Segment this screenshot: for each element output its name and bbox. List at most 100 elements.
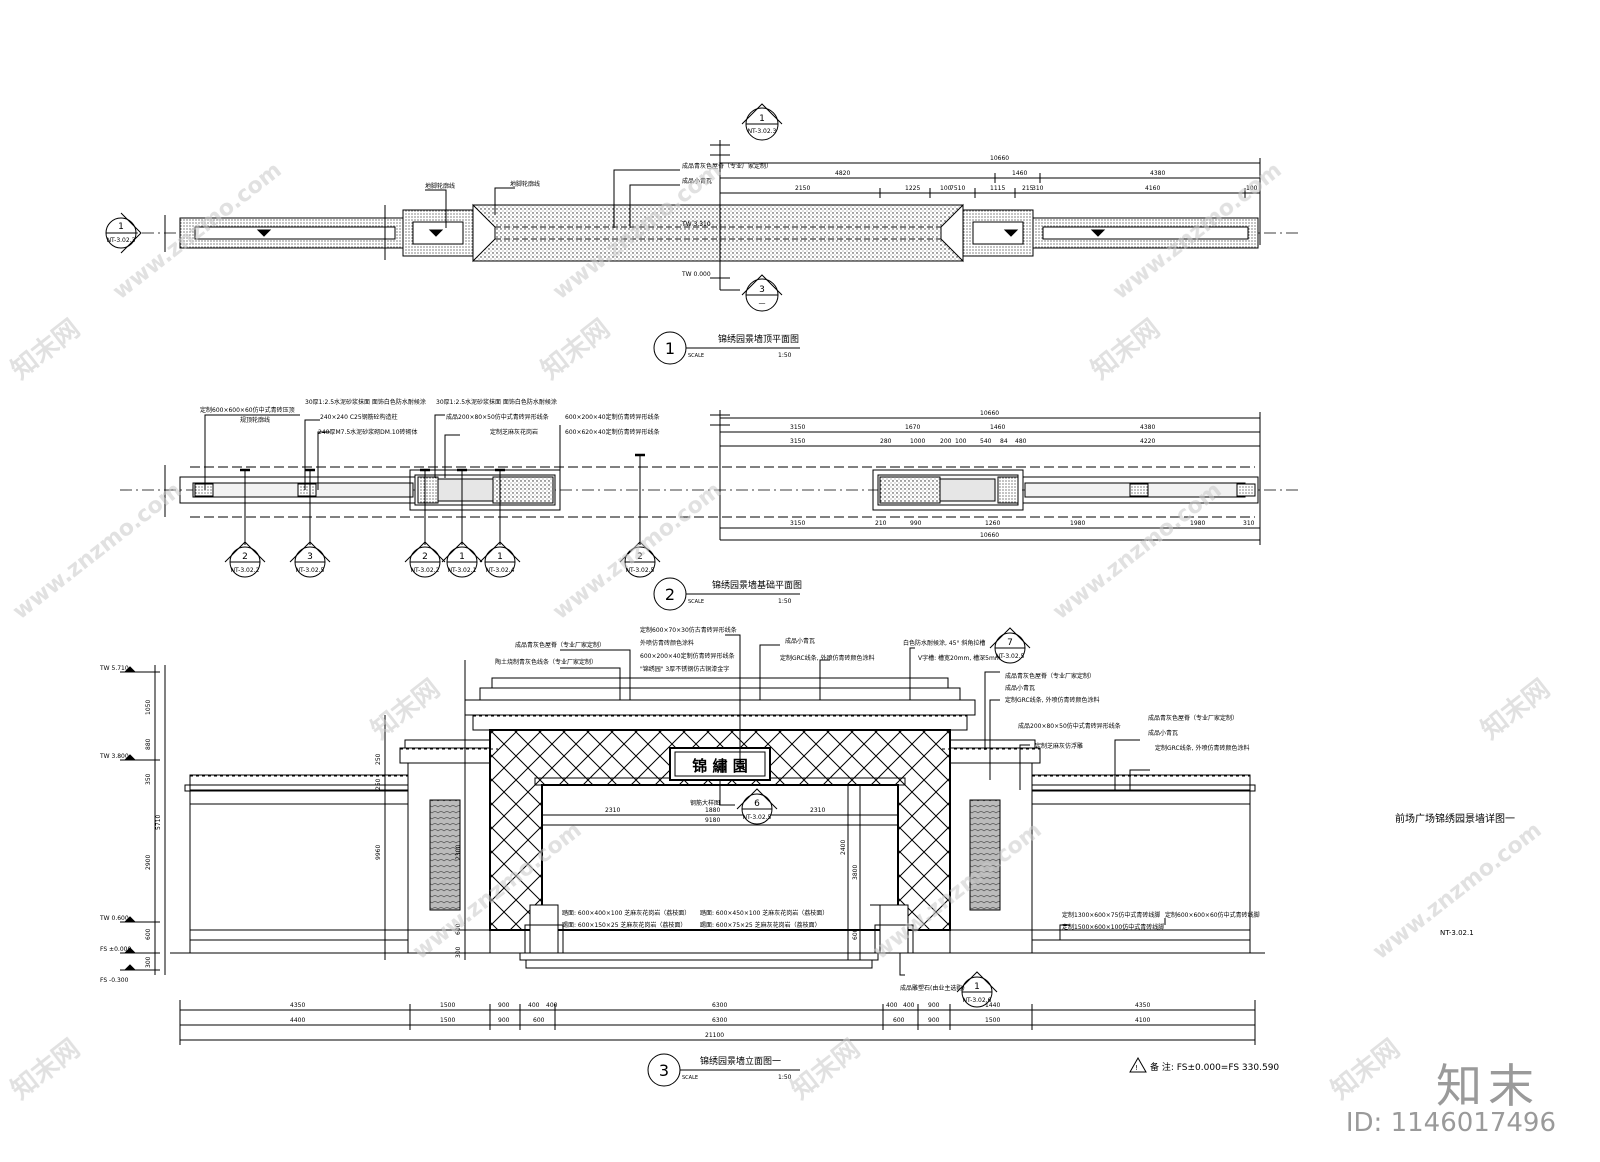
- svg-text:1500: 1500: [440, 1002, 455, 1009]
- svg-text:1500: 1500: [985, 1017, 1000, 1024]
- note: ! 备 注: FS±0.000=FS 330.590: [1129, 1056, 1279, 1073]
- svg-text:240×240 C25钢筋砼构造柱: 240×240 C25钢筋砼构造柱: [320, 413, 398, 421]
- svg-text:FS -0.300: FS -0.300: [100, 977, 129, 984]
- svg-text:9960: 9960: [375, 845, 382, 860]
- svg-text:250: 250: [375, 753, 382, 765]
- svg-text:2: 2: [665, 585, 675, 604]
- svg-text:备 注: FS±0.000=FS 330.590: 备 注: FS±0.000=FS 330.590: [1150, 1061, 1279, 1073]
- svg-text:1225: 1225: [905, 185, 920, 192]
- svg-text:900: 900: [498, 1017, 510, 1024]
- svg-text:V字槽: 槽宽20mm, 槽深5mm: V字槽: 槽宽20mm, 槽深5mm: [918, 654, 1001, 662]
- elev-ref-1: 1NT-3.02.6: [956, 971, 998, 1008]
- svg-text:成品小青瓦: 成品小青瓦: [1148, 729, 1178, 737]
- svg-text:NT-3.02.6: NT-3.02.6: [963, 997, 992, 1004]
- svg-text:4350: 4350: [290, 1002, 305, 1009]
- svg-text:地脚轮廓线: 地脚轮廓线: [510, 180, 540, 188]
- svg-text:30厚1:2.5水泥砂浆抹面 面饰白色防水耐候涂: 30厚1:2.5水泥砂浆抹面 面饰白色防水耐候涂: [305, 398, 426, 406]
- svg-text:1500: 1500: [440, 1017, 455, 1024]
- svg-text:480: 480: [1015, 438, 1027, 445]
- svg-text:4160: 4160: [1145, 185, 1160, 192]
- plan2-ref-d: 1NT-3.02.1: [441, 541, 483, 578]
- svg-text:300: 300: [145, 956, 152, 968]
- svg-text:7510: 7510: [950, 185, 965, 192]
- svg-text:10660: 10660: [980, 532, 999, 539]
- svg-text:"锦绣园" 3厚不锈钢仿古铜漆金字: "锦绣园" 3厚不锈钢仿古铜漆金字: [640, 665, 729, 673]
- svg-text:定制GRC线条, 外喷仿青砖颜色涂料: 定制GRC线条, 外喷仿青砖颜色涂料: [1155, 744, 1250, 752]
- svg-text:www.znzmo.com: www.znzmo.com: [8, 478, 186, 625]
- elev-refs[interactable]: 6NT-3.02.5 7NT-3.02.5 1NT-3.02.6: [736, 627, 1031, 1008]
- svg-text:4820: 4820: [835, 170, 850, 177]
- svg-text:1880: 1880: [705, 807, 720, 814]
- svg-text:880: 880: [145, 738, 152, 750]
- svg-text:FS ±0.000: FS ±0.000: [100, 946, 131, 953]
- plan1-ref-left[interactable]: 1 NT-3.02.3: [105, 212, 142, 254]
- svg-text:NT-3.02.2: NT-3.02.2: [231, 567, 260, 574]
- plan2-ref-b: 3NT-3.02.5: [289, 541, 331, 578]
- svg-text:踏面: 600×400×100 芝麻灰花岗岩（荔枝面）: 踏面: 600×400×100 芝麻灰花岗岩（荔枝面）: [562, 909, 690, 917]
- svg-text:2: 2: [242, 552, 248, 562]
- plan1-ref-top[interactable]: 1 NT-3.02.3: [741, 103, 783, 141]
- svg-text:1260: 1260: [985, 520, 1000, 527]
- svg-text:1460: 1460: [1012, 170, 1027, 177]
- svg-text:NT-3.02.1: NT-3.02.1: [448, 567, 477, 574]
- svg-text:锦绣园景墙基础平面图: 锦绣园景墙基础平面图: [712, 579, 802, 591]
- svg-text:知末网: 知末网: [366, 674, 446, 746]
- svg-text:定制芝麻灰花岗岩: 定制芝麻灰花岗岩: [490, 428, 538, 436]
- svg-text:www.znzmo.com: www.znzmo.com: [1048, 478, 1226, 625]
- svg-text:外喷仿青砖颜色涂料: 外喷仿青砖颜色涂料: [640, 639, 694, 647]
- svg-text:310: 310: [1032, 185, 1044, 192]
- plan2-ref-a: 2NT-3.02.2: [224, 541, 266, 578]
- svg-text:定制GRC线条, 外喷仿青砖颜色涂料: 定制GRC线条, 外喷仿青砖颜色涂料: [1005, 696, 1100, 704]
- svg-text:成品青灰色屋脊（专业厂家定制）: 成品青灰色屋脊（专业厂家定制）: [682, 162, 772, 170]
- plan2-ref-e: 1NT-3.02.4: [479, 541, 521, 578]
- svg-text:4100: 4100: [1135, 1017, 1150, 1024]
- svg-text:知末网: 知末网: [1476, 674, 1556, 746]
- svg-text:600: 600: [852, 928, 859, 940]
- svg-text:9180: 9180: [705, 817, 720, 824]
- svg-text:成品青灰色屋脊（专业厂家定制）: 成品青灰色屋脊（专业厂家定制）: [1148, 714, 1238, 722]
- svg-text:990: 990: [910, 520, 922, 527]
- svg-text:知末网: 知末网: [1326, 1034, 1406, 1106]
- svg-text:400: 400: [546, 1002, 558, 1009]
- svg-text:NT-3.02.3: NT-3.02.3: [107, 237, 136, 244]
- svg-text:1:50: 1:50: [778, 1074, 792, 1081]
- svg-text:NT-3.02.5: NT-3.02.5: [743, 814, 772, 821]
- plan2-refs[interactable]: 2NT-3.02.2 3NT-3.02.5 2NT-3.02.2 1NT-3.0…: [224, 541, 661, 578]
- svg-text:1: 1: [974, 982, 980, 992]
- svg-text:600: 600: [455, 923, 462, 935]
- svg-text:知末网: 知末网: [1086, 314, 1166, 386]
- svg-text:4350: 4350: [1135, 1002, 1150, 1009]
- svg-text:定制1300×600×75仿中式青砖线脚: 定制1300×600×75仿中式青砖线脚: [1062, 911, 1160, 919]
- svg-text:2150: 2150: [795, 185, 810, 192]
- view-title-3: 3 锦绣园景墙立面图一 SCALE 1:50: [647, 1053, 800, 1087]
- svg-text:3150: 3150: [790, 520, 805, 527]
- svg-text:定制600×600×60仿中式青砖压顶: 定制600×600×60仿中式青砖压顶: [200, 406, 295, 414]
- svg-text:NT-3.02.5: NT-3.02.5: [296, 567, 325, 574]
- svg-text:540: 540: [980, 438, 992, 445]
- svg-text:4380: 4380: [1140, 424, 1155, 431]
- svg-text:3800: 3800: [852, 865, 859, 880]
- svg-text:TW 0.000: TW 0.000: [681, 271, 711, 278]
- svg-text:1: 1: [665, 339, 675, 358]
- svg-text:1: 1: [759, 114, 765, 124]
- svg-text:3: 3: [307, 552, 313, 562]
- svg-text:350: 350: [145, 773, 152, 785]
- plan2-ref-c: 2NT-3.02.2: [404, 541, 446, 578]
- svg-text:SCALE: SCALE: [688, 599, 704, 605]
- svg-text:600×620×40定制仿青砖异形线条: 600×620×40定制仿青砖异形线条: [565, 428, 660, 436]
- plan1-ref-bottom[interactable]: 3 —: [741, 274, 783, 312]
- view-title-1: 1 锦绣园景墙顶平面图 SCALE 1:50: [653, 331, 800, 365]
- svg-text:84: 84: [1000, 438, 1008, 445]
- svg-text:5710: 5710: [155, 815, 162, 830]
- svg-text:900: 900: [498, 1002, 510, 1009]
- svg-text:规顶轮廓线: 规顶轮廓线: [240, 416, 270, 424]
- svg-text:1980: 1980: [1190, 520, 1205, 527]
- svg-text:21100: 21100: [705, 1032, 724, 1039]
- brand-id: ID: 1146017496: [1345, 1108, 1556, 1138]
- svg-text:3: 3: [659, 1061, 669, 1080]
- sheet-title: 前场广场锦绣园景墙详图一: [1395, 812, 1515, 825]
- svg-text:踢面: 600×75×25 芝麻灰花岗岩（荔枝面）: 踢面: 600×75×25 芝麻灰花岗岩（荔枝面）: [700, 921, 821, 929]
- svg-text:知末网: 知末网: [536, 314, 616, 386]
- svg-text:—: —: [759, 299, 766, 307]
- svg-text:成品雕塑石(由业主选购): 成品雕塑石(由业主选购): [900, 984, 965, 992]
